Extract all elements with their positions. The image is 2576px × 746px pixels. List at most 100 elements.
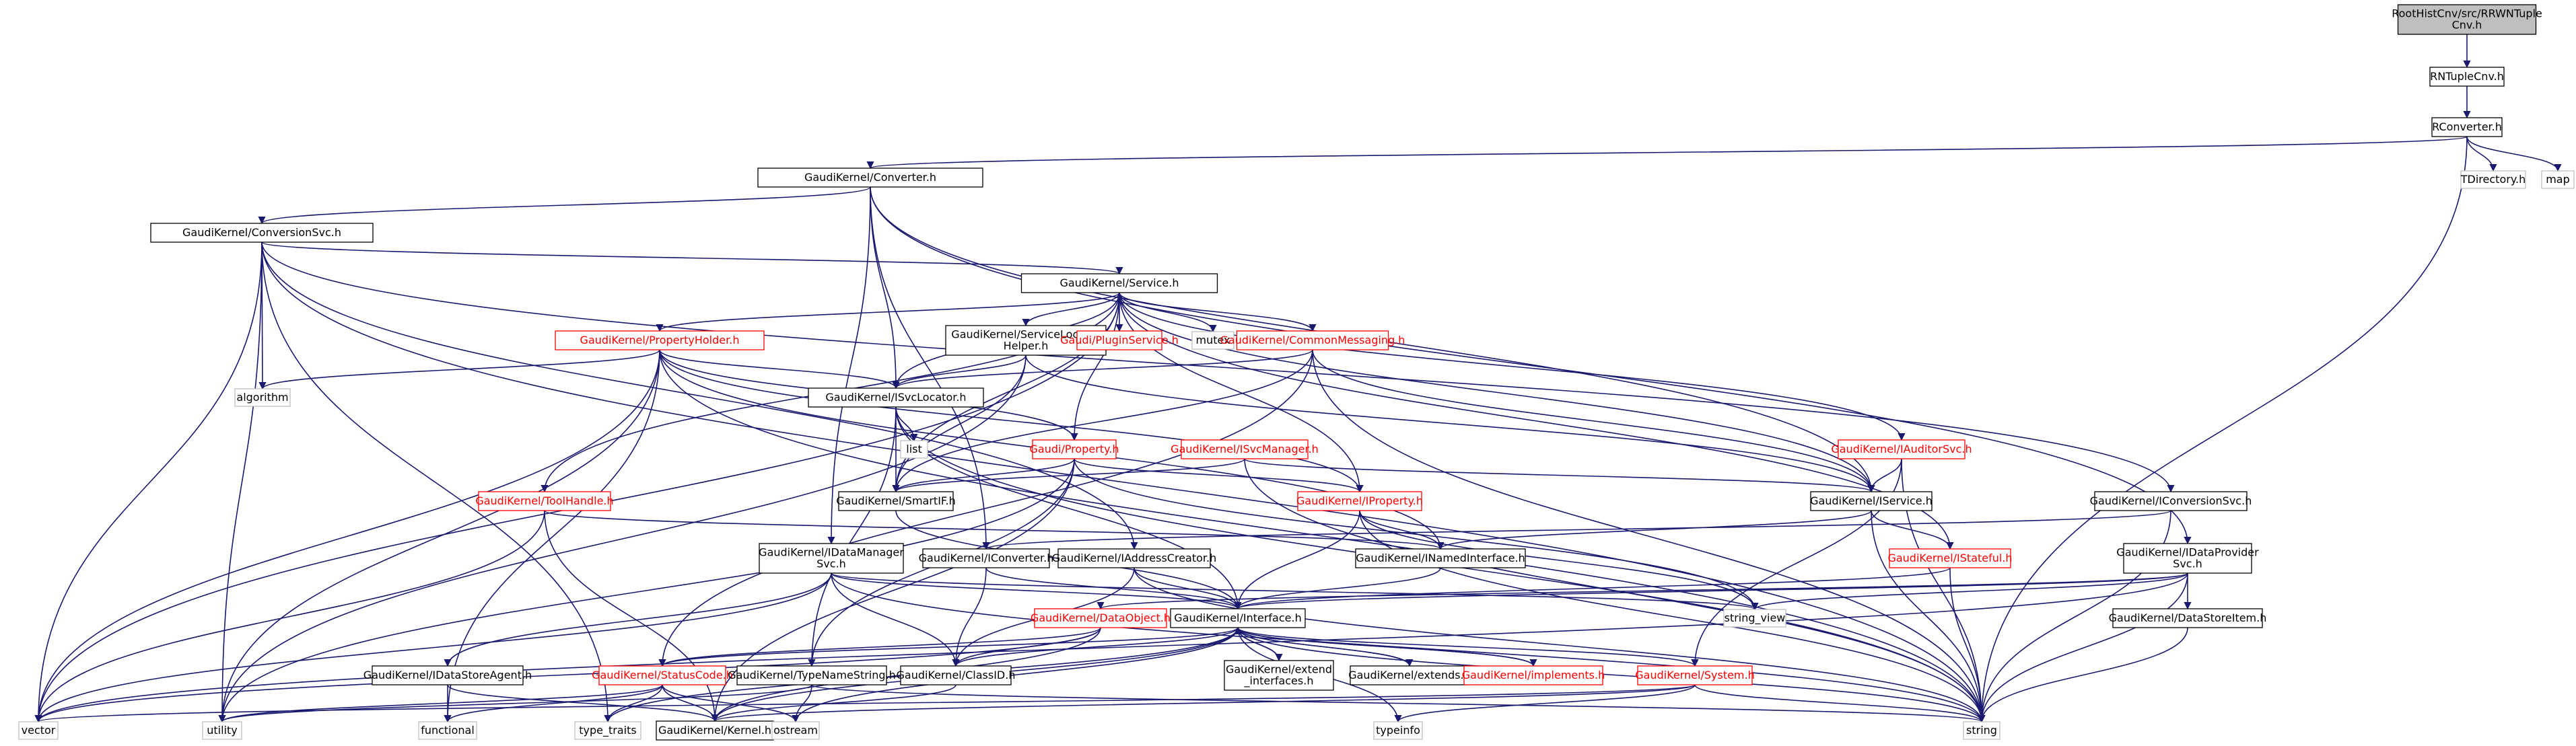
edge-classid-to-kernel [711, 684, 956, 722]
node-label: RNTupleCnv.h [2430, 70, 2504, 83]
node-label: GaudiKernel/IAddressCreator.h [1052, 552, 1216, 564]
node-label: GaudiKernel/ISvcLocator.h [825, 391, 966, 404]
edge-typenamestring-to-utility [218, 684, 812, 723]
node-isvclocator[interactable]: GaudiKernel/ISvcLocator.h [808, 387, 984, 408]
node-algorithm[interactable]: algorithm [234, 388, 291, 407]
node-converter[interactable]: GaudiKernel/Converter.h [757, 167, 983, 188]
node-statuscode[interactable]: GaudiKernel/StatusCode.h [592, 665, 733, 685]
node-label: Helper.h [1004, 340, 1049, 352]
edge-service-to-commonmessaging [1119, 292, 1317, 332]
node-property[interactable]: Gaudi/Property.h [1030, 439, 1119, 459]
node-isvcmanager[interactable]: GaudiKernel/ISvcManager.h [1171, 439, 1319, 459]
node-typeinfo[interactable]: typeinfo [1373, 721, 1423, 740]
edge-interface-to-classid [952, 627, 1239, 667]
node-toolhandle[interactable]: GaudiKernel/ToolHandle.h [475, 491, 614, 511]
edge-dataobject-to-statuscode [658, 627, 1101, 667]
node-system[interactable]: GaudiKernel/System.h [1635, 665, 1755, 685]
node-label: Gaudi/Property.h [1030, 443, 1119, 455]
node-label: GaudiKernel/ServiceLocator [951, 328, 1101, 341]
node-label: list [906, 443, 922, 455]
node-box [1020, 273, 1218, 293]
node-label: GaudiKernel/CommonMessaging.h [1220, 334, 1405, 346]
node-iconverter[interactable]: GaudiKernel/IConverter.h [919, 548, 1054, 568]
edge-iproperty-to-interface [1234, 510, 1360, 610]
node-string_view[interactable]: string_view [1723, 609, 1786, 628]
edge-istateful-to-interface [1234, 567, 1951, 610]
node-iconversionsvc[interactable]: GaudiKernel/IConversionSvc.h [2090, 491, 2252, 511]
node-pluginservice[interactable]: Gaudi/PluginService.h [1060, 330, 1179, 350]
node-service[interactable]: GaudiKernel/Service.h [1020, 273, 1218, 293]
edge-typenamestring-to-string [811, 684, 1985, 723]
node-iaddresscreator[interactable]: GaudiKernel/IAddressCreator.h [1052, 548, 1216, 568]
edge-idatamanagersvc-to-interface [831, 572, 1242, 610]
node-functional[interactable]: functional [418, 721, 477, 740]
node-list[interactable]: list [900, 440, 928, 459]
edge-propertyholder-to-utility [218, 349, 660, 723]
node-implements[interactable]: GaudiKernel/implements.h [1462, 665, 1605, 685]
node-label: GaudiKernel/IStateful.h [1887, 552, 2012, 564]
node-string[interactable]: string [1963, 721, 2000, 740]
node-label: GaudiKernel/Service.h [1060, 276, 1179, 289]
node-box [900, 440, 928, 459]
node-typenamestring[interactable]: GaudiKernel/TypeNameString.h [728, 665, 896, 685]
node-map[interactable]: map [2541, 170, 2575, 189]
node-box [234, 388, 291, 407]
node-tdirectory[interactable]: TDirectory.h [2460, 170, 2526, 189]
node-classid[interactable]: GaudiKernel/ClassID.h [897, 665, 1016, 685]
node-iproperty[interactable]: GaudiKernel/IProperty.h [1296, 491, 1423, 511]
node-utility[interactable]: utility [202, 721, 242, 740]
node-dataobject[interactable]: GaudiKernel/DataObject.h [1031, 608, 1171, 628]
node-mutex[interactable]: mutex [1191, 331, 1234, 350]
node-propertyholder[interactable]: GaudiKernel/PropertyHolder.h [555, 330, 765, 350]
node-box [1181, 439, 1309, 459]
node-iservice[interactable]: GaudiKernel/IService.h [1810, 491, 1933, 511]
edge-dataobject-to-vector [34, 627, 1101, 723]
edge-propertyholder-to-string [659, 349, 1986, 723]
edge-iauditorsvc-to-iservice [1867, 458, 1902, 493]
node-interface[interactable]: GaudiKernel/Interface.h [1170, 608, 1306, 628]
node-ostream[interactable]: ostream [771, 721, 820, 740]
node-box [1034, 608, 1167, 628]
node-label: GaudiKernel/IProperty.h [1296, 494, 1423, 507]
node-label: Svc.h [2173, 558, 2202, 570]
node-rntuplecnv[interactable]: RNTupleCnv.h [2429, 67, 2505, 87]
node-commonmessaging[interactable]: GaudiKernel/CommonMessaging.h [1220, 330, 1405, 350]
node-label: utility [207, 724, 238, 737]
node-label: GaudiKernel/DataStoreItem.h [2109, 611, 2267, 624]
node-idatastoreagent[interactable]: GaudiKernel/IDataStoreAgent.h [363, 665, 532, 685]
node-iauditorsvc[interactable]: GaudiKernel/IAuditorSvc.h [1831, 439, 1972, 459]
node-inamedinterface[interactable]: GaudiKernel/INamedInterface.h [1355, 548, 1526, 568]
node-smartif[interactable]: GaudiKernel/SmartIF.h [836, 491, 956, 511]
node-extends[interactable]: GaudiKernel/extends.h [1348, 665, 1471, 685]
edge-conversionsvc-to-vector [34, 241, 263, 723]
node-datastoreitem[interactable]: GaudiKernel/DataStoreItem.h [2109, 608, 2267, 628]
node-conversionsvc[interactable]: GaudiKernel/ConversionSvc.h [150, 223, 374, 243]
node-extend_interfaces[interactable]: GaudiKernel/extend_interfaces.h [1224, 660, 1334, 691]
node-label: GaudiKernel/INamedInterface.h [1356, 552, 1525, 564]
edge-implements-to-interface [1234, 626, 1534, 667]
node-kernel[interactable]: GaudiKernel/Kernel.h [656, 720, 774, 741]
node-label: GaudiKernel/ToolHandle.h [475, 494, 613, 507]
node-box [2112, 608, 2263, 628]
node-box [1963, 721, 2000, 740]
edge-idataprovidersvc-to-string [1978, 572, 2188, 723]
node-istateful[interactable]: GaudiKernel/IStateful.h [1887, 548, 2013, 568]
node-box [1723, 609, 1786, 628]
edge-rconverter-to-tdirectory [2466, 136, 2497, 172]
edge-conversionsvc-to-iaddresscreator [261, 241, 1138, 550]
edge-idataprovidersvc-to-vector [34, 572, 2188, 723]
node-label: GaudiKernel/TypeNameString.h [728, 669, 896, 681]
edge-commonmessaging-to-statuscode [658, 349, 1313, 667]
node-label: GaudiKernel/IDataStoreAgent.h [363, 669, 532, 681]
node-box [2541, 170, 2575, 189]
node-box [757, 167, 983, 188]
node-type_traits[interactable]: type_traits [574, 721, 641, 740]
node-vector[interactable]: vector [18, 721, 59, 740]
edge-idataprovidersvc-to-dataobject [1097, 572, 2188, 610]
node-rconverter[interactable]: RConverter.h [2431, 117, 2503, 137]
